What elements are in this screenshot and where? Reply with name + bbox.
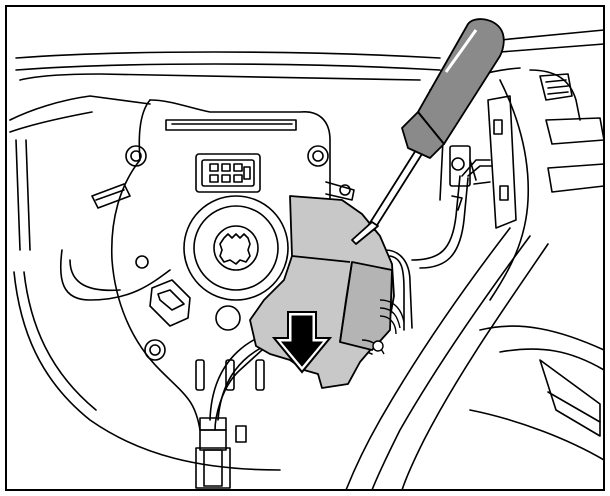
cover-wires [361, 299, 405, 355]
down-arrow-icon [271, 311, 333, 374]
hub-plate [91, 99, 355, 431]
wheel-shroud [9, 95, 281, 471]
clip-bracket [149, 279, 191, 327]
connector-plug-icon [195, 417, 247, 489]
dashboard-trim [15, 29, 605, 81]
screwdriver-icon [351, 18, 505, 245]
column-shroud [345, 227, 605, 491]
steering-shaft [183, 195, 289, 301]
